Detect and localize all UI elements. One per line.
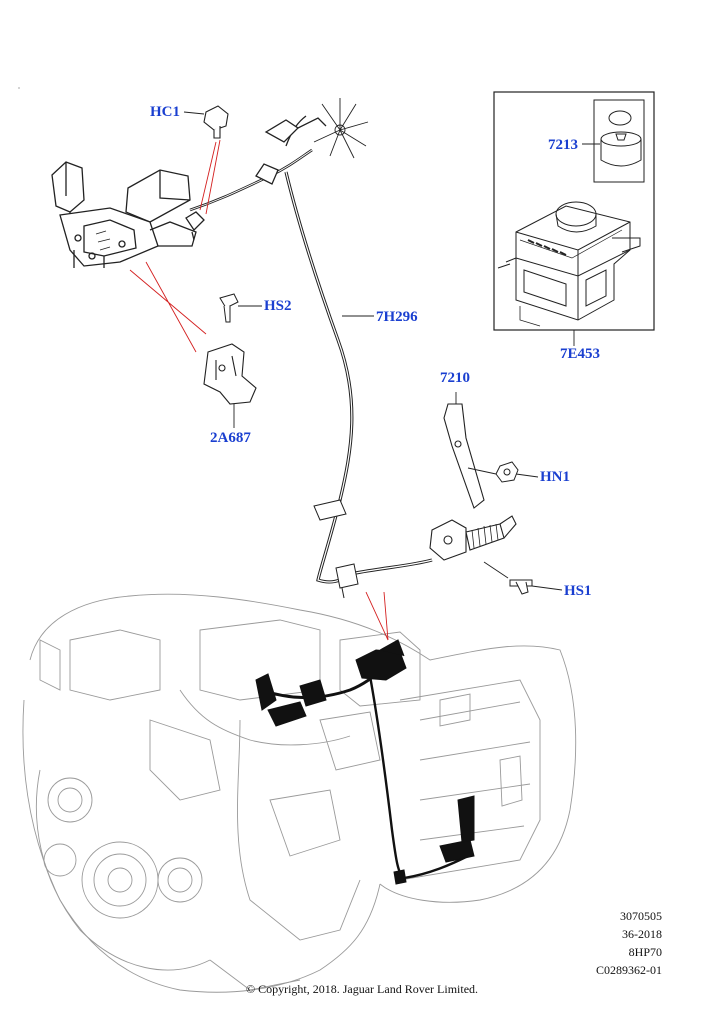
- callout-7213: 7213: [548, 137, 578, 153]
- engine-harness: [255, 639, 475, 885]
- cable-bracket-7210: [429, 403, 517, 561]
- wiring-harness-upper: [51, 115, 327, 268]
- selector-cable-7h296: [284, 171, 433, 599]
- callout-hc1: HC1: [150, 104, 180, 120]
- reference-number: 3070505: [620, 909, 662, 923]
- gear-selector-module-7e453: [497, 201, 641, 327]
- bracket-2a687: [203, 343, 257, 405]
- callout-hn1: HN1: [540, 469, 570, 485]
- reference-code: C0289362-01: [596, 963, 662, 977]
- reference-date: 36-2018: [622, 927, 662, 941]
- callout-7210: 7210: [440, 370, 470, 386]
- bolt-hs2: [219, 293, 239, 323]
- reference-model: 8HP70: [628, 945, 662, 959]
- inset-box: [493, 91, 655, 331]
- callout-leaders: [129, 111, 600, 641]
- callout-hs1: HS1: [564, 583, 592, 599]
- clip-hc1: [203, 105, 229, 139]
- callout-hs2: HS2: [264, 298, 292, 314]
- gear-knob-7213: [600, 110, 642, 167]
- engine-transmission-outline: [22, 593, 577, 993]
- nut-hn1: [495, 461, 519, 483]
- bolt-hs1: [509, 579, 533, 595]
- callout-2a687: 2A687: [210, 430, 251, 446]
- callout-7e453: 7E453: [560, 346, 601, 362]
- breather-fan: [313, 98, 369, 159]
- copyright-notice: © Copyright, 2018. Jaguar Land Rover Lim…: [245, 982, 479, 996]
- callout-7h296: 7H296: [376, 309, 418, 325]
